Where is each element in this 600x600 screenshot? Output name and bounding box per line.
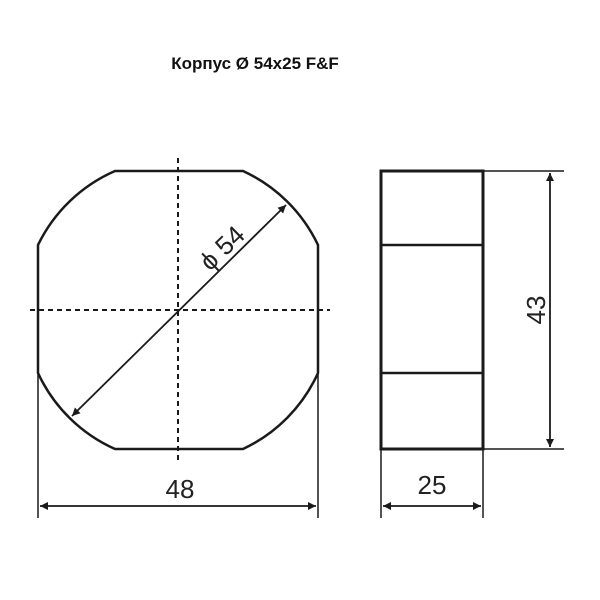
depth-label: 25 <box>418 470 447 500</box>
side-outline <box>379 169 485 451</box>
side-view: 43 25 <box>379 169 564 518</box>
width-label: 48 <box>166 474 195 504</box>
housing-outline <box>36 169 320 451</box>
diameter-dimension-line <box>71 204 287 417</box>
front-view: ϕ 54 48 <box>30 158 330 518</box>
drawing-title: Корпус Ø 54x25 F&F <box>171 54 339 73</box>
height-label: 43 <box>521 296 551 325</box>
diameter-label: ϕ 54 <box>193 220 250 277</box>
